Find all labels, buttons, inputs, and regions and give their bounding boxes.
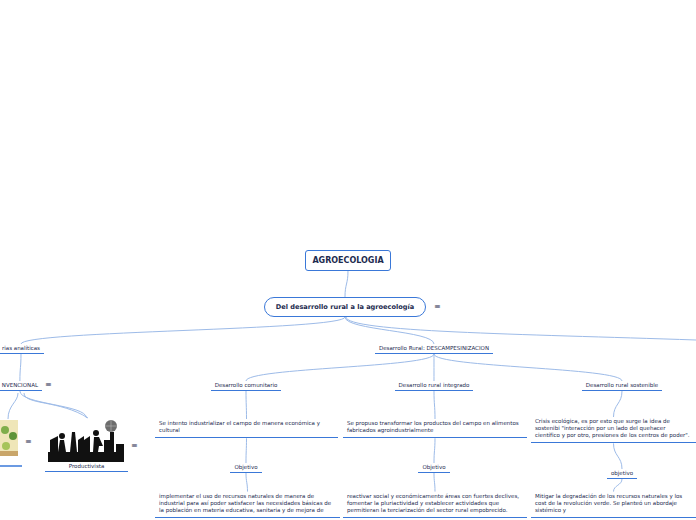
connector	[433, 354, 434, 381]
node-text: implementar el uso de recursos naturales…	[159, 493, 336, 514]
node-text: Mitigar la degradación de los recursos n…	[535, 493, 692, 514]
node-text: objetivo	[611, 470, 633, 476]
subtopic: Desarrollo rural integrado	[395, 381, 474, 391]
node-text: rias analíticas	[2, 345, 40, 351]
connector	[345, 271, 348, 297]
menu-icon: ≡	[45, 381, 52, 389]
objective-tag: Objetivo	[230, 463, 261, 473]
connector	[614, 443, 622, 469]
node-text: reactivar social y económicamente áreas …	[347, 493, 523, 514]
node-text: Desarrollo Rural: DESCAMPESINIZACION	[379, 345, 489, 351]
objective-note: Mitigar la degradación de los recursos n…	[531, 492, 696, 518]
branch-topic: NVENCIONAL	[0, 381, 42, 391]
branch-topic: rias analíticas	[0, 344, 44, 354]
image-topic: Productivista	[45, 418, 128, 472]
connector	[434, 391, 435, 419]
menu-icon: ≡	[434, 303, 441, 311]
connector	[614, 391, 623, 417]
branch-line	[8, 393, 18, 419]
topic-note: Se propuso transformar los productos del…	[343, 419, 527, 438]
topic-note: Crisis ecológica, es por esto que surge …	[531, 417, 696, 443]
objective-note: reactivar social y económicamente áreas …	[343, 492, 527, 518]
node-text: Se intento industrializar el campo de ma…	[159, 420, 334, 434]
branch-topic: Desarrollo Rural: DESCAMPESINIZACION	[375, 344, 493, 354]
objective-tag: Objetivo	[418, 463, 449, 473]
objective-tag: objetivo	[607, 469, 637, 479]
root-box: AGROECOLOGIA	[305, 250, 390, 271]
connector	[245, 438, 247, 463]
subtopic: Desarrollo comunitario	[211, 381, 282, 391]
crops-picture	[0, 420, 18, 456]
topic-note: Se intento industrializar el campo de ma…	[155, 419, 338, 438]
branch-line	[346, 317, 696, 340]
connector	[434, 473, 435, 492]
connector	[21, 317, 345, 344]
node-text: Desarrollo rural sostenible	[586, 382, 658, 388]
connector	[246, 473, 248, 492]
main-topic: Del desarrollo rural a la agroecología	[264, 297, 426, 317]
node-text: AGROECOLOGIA	[312, 256, 383, 265]
node-text: Objetivo	[422, 464, 445, 470]
menu-icon: ≡	[131, 442, 138, 450]
node-text: Desarrollo comunitario	[215, 382, 278, 388]
node-text: Se propuso transformar los productos del…	[347, 420, 523, 434]
objective-note: implementar el uso de recursos naturales…	[155, 492, 340, 518]
node-text: Desarrollo rural integrado	[399, 382, 470, 388]
connector	[20, 391, 87, 418]
node-text: Productivista	[49, 463, 124, 469]
connector	[614, 479, 622, 492]
productivist-picture	[48, 420, 124, 462]
connector	[345, 317, 434, 344]
node-text: Crisis ecológica, es por esto que surge …	[535, 418, 692, 439]
node-text: NVENCIONAL	[2, 382, 38, 388]
connector	[434, 438, 435, 463]
menu-icon: ≡	[25, 438, 32, 446]
subtopic: Desarrollo rural sostenible	[582, 381, 662, 391]
node-text: Del desarrollo rural a la agroecología	[276, 303, 414, 311]
connector	[246, 391, 248, 419]
connector	[434, 354, 622, 381]
connector	[246, 354, 434, 381]
node-text: Objetivo	[234, 464, 257, 470]
topic-underline	[0, 465, 22, 467]
connector	[20, 354, 21, 381]
